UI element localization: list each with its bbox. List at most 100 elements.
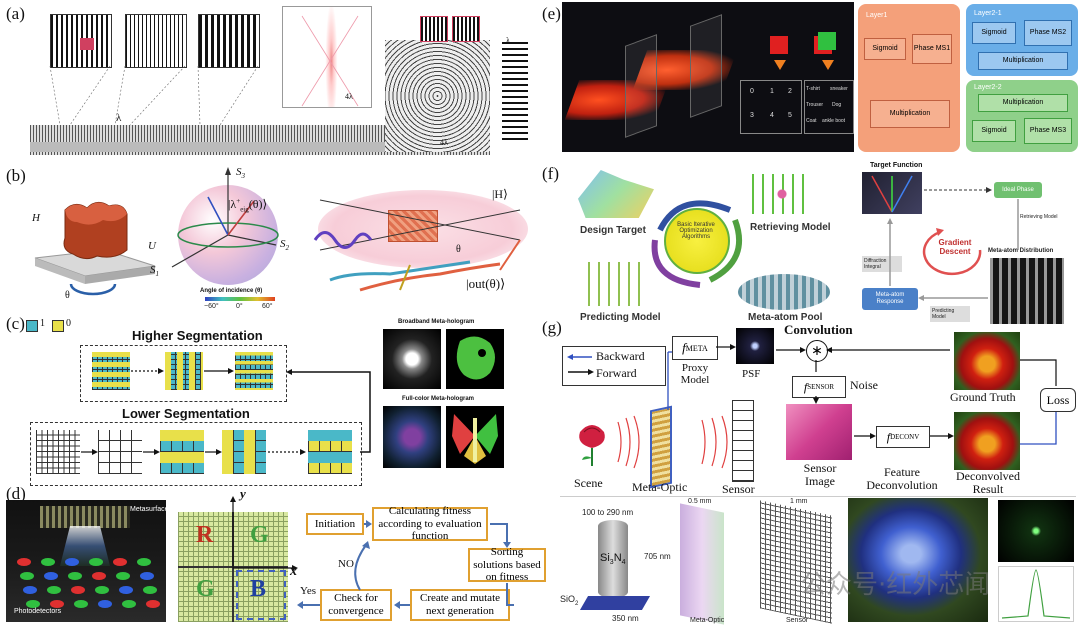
- panel-e-mult2: Multiplication: [978, 52, 1068, 70]
- photodetector-dot: [122, 600, 136, 608]
- photodetector-dot: [146, 600, 160, 608]
- panel-e-sigmoid3: Sigmoid: [972, 120, 1016, 142]
- panel-g-metaoptic: Meta-Optic: [632, 480, 688, 494]
- panel-g-proxy: Proxy Model: [680, 362, 710, 387]
- panel-b-S3: S3: [236, 166, 245, 181]
- panel-g-pillar: [598, 520, 628, 598]
- panel-e-class-1: T-shirt: [806, 86, 820, 92]
- panel-g-divider: [560, 496, 1076, 497]
- panel-f-pool: Meta-atom Pool: [748, 312, 823, 323]
- panel-c-lower: Lower Segmentation: [122, 406, 250, 421]
- panel-e-mult3: Multiplication: [978, 94, 1068, 112]
- panel-g-sensor-small: Sensor: [786, 617, 809, 624]
- panel-f-retrieving-small: Retrieving Model: [1020, 214, 1058, 220]
- photodetector-dot: [47, 586, 61, 594]
- panel-g-psf: PSF: [742, 368, 761, 380]
- panel-f-distribution-image: [990, 258, 1064, 324]
- panel-g-sensor-image: [786, 404, 852, 460]
- panel-a-label: (a): [6, 4, 25, 23]
- panel-e-green-square: [818, 32, 836, 50]
- panel-g-waves: [617, 415, 728, 469]
- panel-f-flow-arrows: [887, 187, 1019, 301]
- panel-g-nm705: 705 nm: [644, 552, 671, 561]
- panel-d-metasurface: Metasurface: [130, 506, 169, 513]
- panel-g-ground-truth-image: [954, 332, 1020, 390]
- panel-e-digit-3: 3: [750, 112, 754, 119]
- panel-c-hologram-bw: [383, 329, 441, 389]
- panel-g-conv-circle: ∗: [806, 340, 828, 362]
- photodetector-dot: [113, 558, 127, 566]
- panel-f-ideal-phase: Ideal Phase: [994, 182, 1042, 198]
- panel-d-detectors: [17, 558, 160, 608]
- panel-b-S2: S2: [280, 238, 289, 253]
- flow-create-box: Create and mutate next generation: [410, 589, 510, 621]
- panel-c-hologram-color: [383, 406, 441, 468]
- panel-f-diffraction: Diffraction Integral: [862, 256, 902, 272]
- watermark: 公众号·红外芯闻: [800, 570, 991, 600]
- panel-b-out: |out(θ)⟩: [466, 276, 506, 291]
- panel-a-focus-cone: [301, 15, 359, 107]
- panel-g-forward: Forward: [596, 366, 637, 380]
- photodetector-dot: [20, 572, 34, 580]
- photodetector-dot: [137, 558, 151, 566]
- panel-g-ground-truth: Ground Truth: [950, 390, 1016, 404]
- panel-g-sensor-column: [732, 400, 754, 482]
- panel-b-tick-3: 60°: [262, 303, 273, 310]
- panel-g-legend-box: [562, 346, 666, 386]
- panel-g-psf-dark: [998, 500, 1074, 562]
- panel-e-class-5: Coat: [806, 118, 817, 124]
- panel-g-psf-image: [736, 328, 774, 364]
- panel-f-predicting-nn: [588, 262, 644, 306]
- panel-a-inset-3: [502, 40, 528, 140]
- panel-b-eigenstate: |λ+eig(θ)⟩: [228, 197, 268, 214]
- panel-a-zoom-lines: [49, 65, 259, 126]
- panel-g-sio2: SiO2: [560, 594, 579, 607]
- panel-b-sphere-axes: [171, 167, 279, 268]
- panel-f-predicting-small: Predicting Model: [930, 306, 970, 322]
- panel-e-sigmoid2: Sigmoid: [972, 22, 1016, 44]
- panel-c-higher: Higher Segmentation: [132, 328, 263, 343]
- panel-a-four-lambda: 4λ: [440, 138, 448, 147]
- panel-g-psf-profile: [998, 566, 1074, 622]
- panel-b-label: (b): [6, 166, 26, 185]
- photodetector-dot: [50, 600, 64, 608]
- panel-c-broadband: Broadband Meta-hologram: [398, 319, 475, 325]
- panel-e-class-3: Trouser: [806, 102, 824, 108]
- panel-b-H-ket: |H⟩: [492, 187, 508, 201]
- panel-b-S1: S1: [150, 264, 159, 279]
- panel-a-inset-1: [420, 16, 448, 42]
- panel-c-legend-zero-swatch: [52, 320, 64, 332]
- panel-g-feature-deconv: Feature Deconvolution: [866, 465, 938, 493]
- panel-f-predicting: Predicting Model: [580, 312, 661, 323]
- panel-c-grid-l4: [222, 430, 266, 474]
- photodetector-dot: [98, 600, 112, 608]
- panel-g-metaoptic-small: Meta-Optic: [690, 617, 725, 624]
- panel-e-layer22: Layer2-2: [974, 84, 1002, 91]
- panel-a-lambda: λ: [116, 112, 122, 124]
- panel-e-digit-5: 5: [788, 112, 792, 119]
- panel-e-layer21: Layer2-1: [974, 10, 1002, 17]
- flow-yes-label: Yes: [300, 585, 317, 597]
- panel-g-optic-slab: [680, 503, 724, 625]
- panel-e-class-box: [804, 80, 854, 134]
- panel-f-cycle-arrows: [651, 200, 742, 288]
- panel-e-phase3: Phase MS3: [1024, 118, 1072, 144]
- panel-e-digit-2: 2: [788, 88, 792, 95]
- flow-check-box: Check for convergence: [320, 589, 392, 621]
- panel-e-class-6: ankle boot: [822, 118, 846, 124]
- photodetector-dot: [95, 586, 109, 594]
- panel-b-colorbar: [205, 297, 275, 301]
- panel-a-inset-2: [452, 16, 480, 42]
- panel-g-si3n4: Si3N4: [600, 552, 626, 567]
- panel-b-meta-atom: [34, 202, 156, 296]
- panel-a-grating-strip-lower: [30, 142, 490, 152]
- panel-g-mm05: 0.5 mm: [688, 498, 712, 505]
- panel-c-grid-l3: [160, 430, 204, 474]
- panel-a-focus-field: [282, 6, 372, 108]
- panel-a-lambda-small: λ: [506, 36, 510, 45]
- panel-d-y: y: [240, 486, 246, 501]
- panel-f-center: Basic Iterative Optimization Algorithms: [677, 222, 715, 240]
- flow-initiation-box: Initiation: [306, 513, 364, 535]
